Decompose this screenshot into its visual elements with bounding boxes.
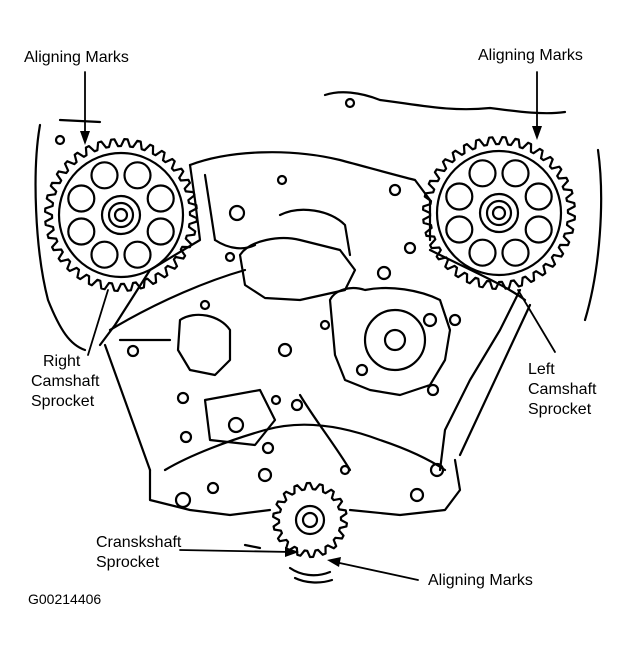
left-camshaft-sprocket-hole	[501, 159, 530, 188]
left-diagonal-belt	[108, 268, 247, 332]
label-crankshaft-line2: Sprocket	[96, 554, 160, 571]
arrowhead-top-left	[80, 131, 90, 145]
label-crankshaft-line1: Cranskshaft	[96, 534, 182, 551]
engine-block-outline	[188, 151, 432, 242]
housing-outline-right	[583, 148, 603, 322]
leader-bottom	[334, 561, 419, 581]
left-camshaft-sprocket-teeth	[422, 136, 576, 290]
arrowhead-top-right	[532, 126, 542, 140]
crankshaft-sprocket-teeth	[272, 481, 348, 559]
left-camshaft-sprocket-hole	[524, 182, 553, 211]
right-camshaft-sprocket-hole	[67, 217, 96, 246]
left-camshaft-sprocket-hole	[524, 215, 553, 244]
lower-cover	[163, 423, 447, 472]
label-left-camshaft-line2: Camshaft	[528, 381, 597, 398]
label-aligning-marks-top-right: Aligning Marks	[478, 47, 583, 64]
pump-flange	[328, 286, 452, 397]
left-casting	[176, 313, 232, 377]
label-right-camshaft-line1: Right	[43, 353, 81, 370]
left-camshaft-sprocket-rim	[435, 149, 563, 277]
left-camshaft-sprocket-hole	[468, 159, 497, 188]
label-aligning-marks-top-left: Aligning Marks	[24, 49, 129, 66]
left-camshaft-sprocket-bolt	[491, 205, 507, 221]
right-camshaft-sprocket-bolt	[113, 207, 129, 223]
leader-right-camshaft	[87, 289, 109, 356]
left-bracket	[203, 388, 277, 447]
label-aligning-marks-bottom: Aligning Marks	[428, 572, 533, 589]
right-camshaft-sprocket-hole	[90, 161, 119, 190]
housing-top-left	[58, 118, 102, 124]
label-left-camshaft-line1: Left	[528, 361, 555, 378]
right-camshaft-sprocket-hole	[90, 240, 119, 269]
left-camshaft-sprocket-hole	[445, 182, 474, 211]
left-camshaft-sprocket-hole	[445, 215, 474, 244]
right-camshaft-sprocket-hub-ring	[107, 201, 135, 229]
leader-left-camshaft	[517, 289, 556, 353]
oil-pan-outline	[148, 468, 272, 517]
right-camshaft-sprocket-hub	[100, 194, 142, 236]
pump-hub-inner	[383, 328, 407, 352]
label-right-camshaft-line3: Sprocket	[31, 393, 95, 410]
arrowhead-crankshaft	[285, 547, 299, 557]
crankshaft-sprocket-bore	[301, 511, 319, 529]
right-camshaft-sprocket-hole	[146, 217, 175, 246]
left-camshaft-sprocket-hub-ring	[485, 199, 513, 227]
right-camshaft-sprocket-hole	[146, 184, 175, 213]
arrowhead-bottom	[327, 557, 341, 567]
right-camshaft-sprocket-rim	[57, 151, 185, 279]
label-left-camshaft-line3: Sprocket	[528, 401, 592, 418]
left-camshaft-sprocket-hub	[478, 192, 520, 234]
pump-hub	[363, 308, 427, 372]
oil-pan-outline-right	[348, 458, 462, 517]
right-camshaft-sprocket-teeth	[44, 138, 198, 292]
right-camshaft-sprocket-hole	[67, 184, 96, 213]
figure-code: G00214406	[28, 591, 102, 607]
water-pump-neck	[278, 208, 352, 257]
right-camshaft-sprocket-hole	[123, 240, 152, 269]
lower-left-belt	[103, 343, 152, 472]
engine-block-right-wall	[438, 288, 522, 472]
right-camshaft-sprocket-hole	[123, 161, 152, 190]
label-right-camshaft-line2: Camshaft	[31, 373, 100, 390]
left-camshaft-sprocket-hole	[468, 238, 497, 267]
right-diagonal-belt	[428, 248, 527, 302]
left-camshaft-sprocket-hole	[501, 238, 530, 267]
housing-top-right	[323, 91, 567, 115]
crankshaft-sprocket-hub	[294, 504, 326, 536]
lower-right-belt	[458, 303, 532, 457]
leader-crankshaft	[179, 549, 293, 553]
housing-outline-left	[34, 123, 87, 352]
